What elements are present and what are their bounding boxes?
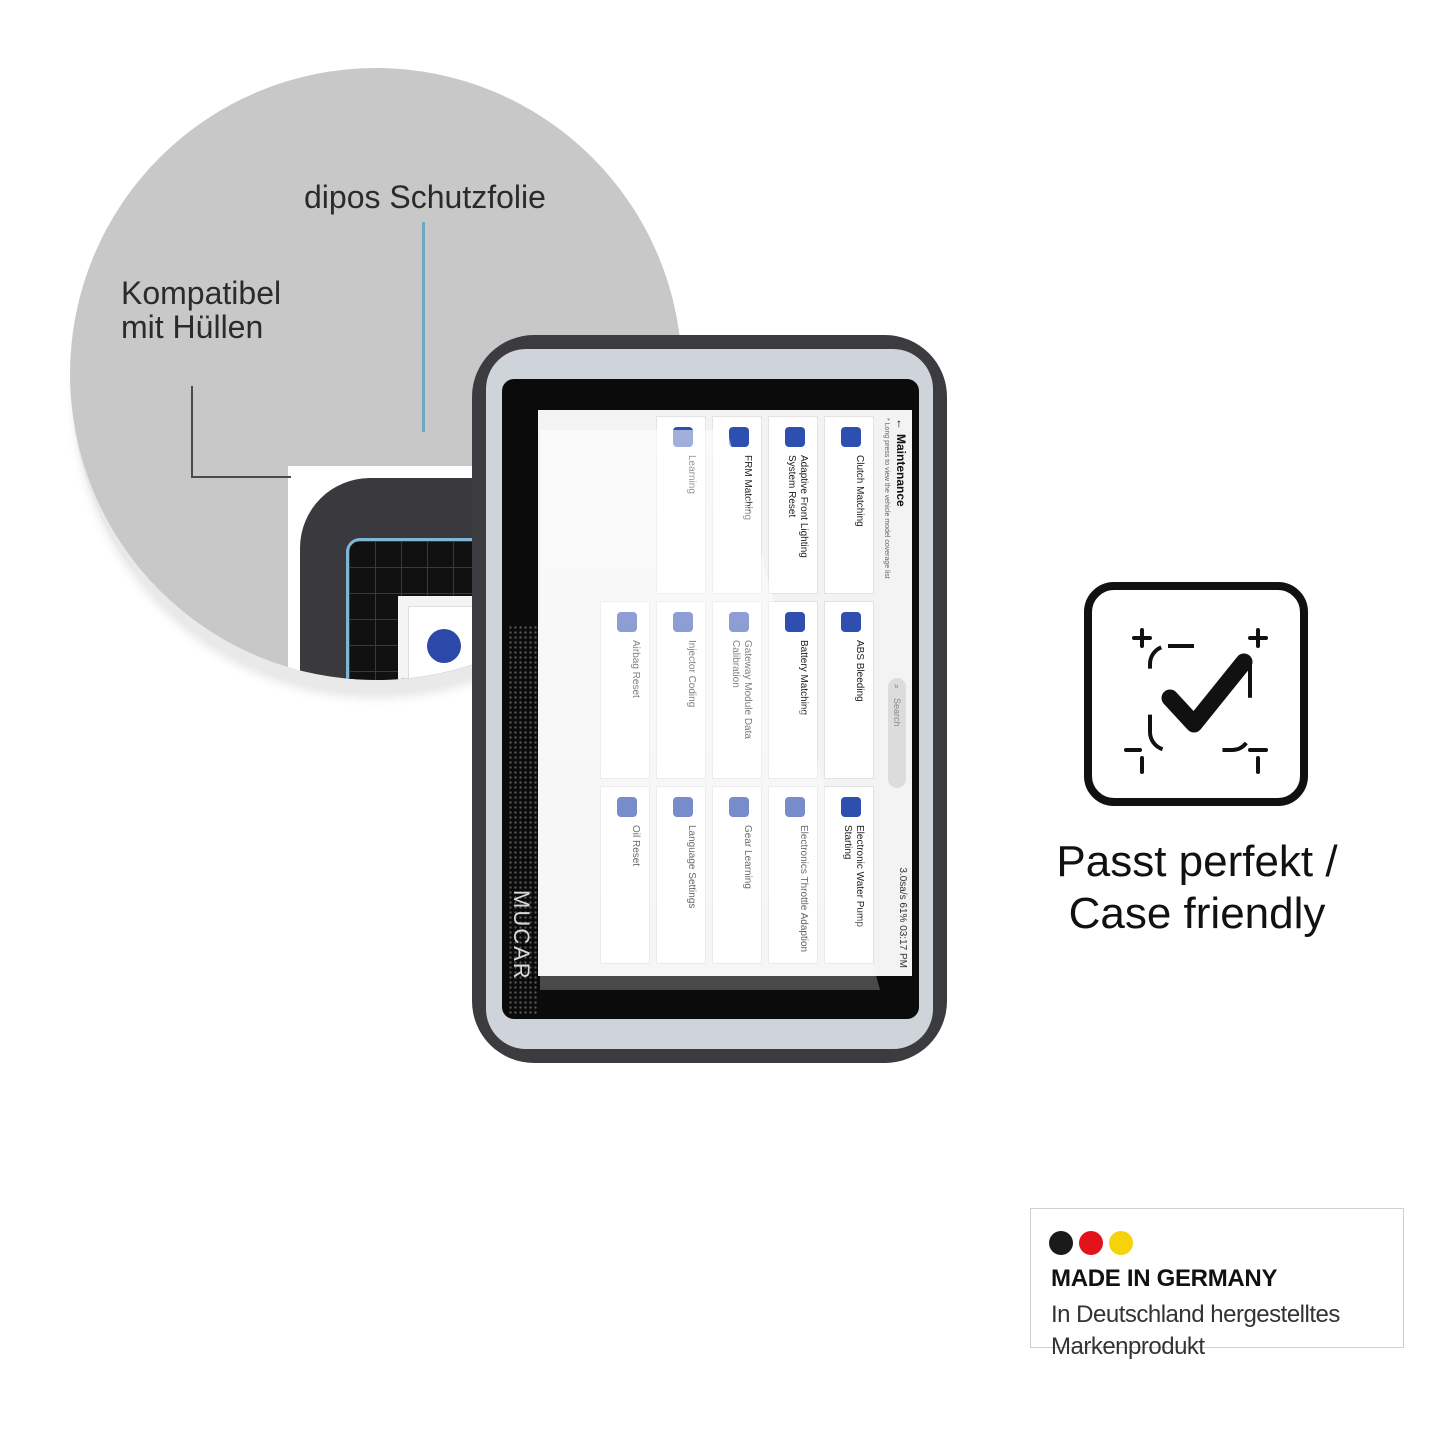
tile-label: Adaptive Front Lighting System Reset	[786, 455, 809, 558]
check-frame-svg	[1124, 628, 1268, 774]
tile-label: Oil Reset	[630, 825, 641, 867]
battery-icon	[785, 612, 805, 632]
tile-label: Clutch Matching	[854, 455, 865, 527]
language-icon	[673, 797, 693, 817]
frm-icon	[729, 427, 749, 447]
injector-icon	[673, 612, 693, 632]
tile-water-pump[interactable]: Electronic Water Pump Starting	[824, 786, 874, 964]
compat-label-line2: mit Hüllen	[121, 309, 264, 345]
flag-dot-gold	[1109, 1231, 1133, 1255]
brand-strip	[508, 625, 538, 1015]
learning-icon	[673, 427, 693, 447]
gateway-icon	[729, 612, 749, 632]
maintenance-app: ← Maintenance * Long press to view the v…	[538, 410, 912, 976]
tile-frm-matching[interactable]: FRM Matching	[712, 416, 762, 594]
abs-icon	[841, 612, 861, 632]
headlight-icon	[785, 427, 805, 447]
feature-title-line2: Case friendly	[1068, 889, 1326, 938]
tile-label: Learning	[686, 455, 697, 494]
tile-gear-learning[interactable]: Gear Learning	[712, 786, 762, 964]
tile-abs-bleeding[interactable]: ABS Bleeding	[824, 601, 874, 779]
tile-label: Airbag Reset	[630, 640, 641, 698]
app-hint: * Long press to view the vehicle model c…	[883, 418, 890, 579]
search-icon: ⌕	[892, 684, 902, 690]
tile-label: Gateway Module Data Calibration	[730, 640, 753, 739]
gear-learning-icon	[729, 797, 749, 817]
tablet-device: MUCAR ← Maintenance * Long press to view…	[472, 335, 947, 1063]
throttle-icon	[785, 797, 805, 817]
made-in-germany-badge: MADE IN GERMANY In Deutschland hergestel…	[1030, 1208, 1404, 1360]
clutch-icon	[841, 427, 861, 447]
compat-label: Kompatibel mit Hüllen	[121, 276, 281, 344]
flag-dot-black	[1049, 1231, 1073, 1255]
check-frame-icon	[1084, 582, 1308, 806]
made-in-germany-subtitle: In Deutschland hergestelltes Markenprodu…	[1051, 1299, 1401, 1363]
made-in-germany-title: MADE IN GERMANY	[1051, 1265, 1278, 1292]
tile-label: Gear Learning	[742, 825, 753, 889]
back-arrow-icon[interactable]: ←	[894, 418, 908, 430]
protection-callout-line	[422, 222, 425, 432]
magnified-tile	[408, 606, 480, 680]
made-in-germany-line2: Markenprodukt	[1051, 1333, 1205, 1360]
flag-dot-red	[1079, 1231, 1103, 1255]
brand-logo: MUCAR	[509, 890, 534, 981]
tile-afl-reset[interactable]: Adaptive Front Lighting System Reset	[768, 416, 818, 594]
tile-label: Injector Coding	[686, 640, 697, 708]
tile-label: Language Settings	[686, 825, 697, 909]
water-pump-icon	[841, 797, 861, 817]
made-in-germany-line1: In Deutschland hergestelltes	[1051, 1301, 1340, 1328]
tile-label: Electronic Water Pump Starting	[842, 825, 865, 927]
search-placeholder: Search	[892, 698, 902, 727]
tile-injector-coding[interactable]: Injector Coding	[656, 601, 706, 779]
feature-title-line1: Passt perfekt /	[1056, 837, 1338, 886]
search-input[interactable]: ⌕ Search	[888, 678, 906, 788]
tile-clutch-matching[interactable]: Clutch Matching	[824, 416, 874, 594]
compat-callout-line-horizontal	[191, 476, 291, 478]
tile-gateway[interactable]: Gateway Module Data Calibration	[712, 601, 762, 779]
tile-label: FRM Matching	[742, 455, 753, 521]
tile-airbag-reset[interactable]: Airbag Reset	[600, 601, 650, 779]
status-bar: 3.0sa/s 61% 03:17 PM	[897, 867, 908, 968]
tablet-screen: ← Maintenance * Long press to view the v…	[538, 410, 912, 976]
tile-learning[interactable]: Learning	[656, 416, 706, 594]
compat-callout-line	[191, 386, 193, 478]
tile-battery-matching[interactable]: Battery Matching	[768, 601, 818, 779]
compat-label-line1: Kompatibel	[121, 275, 282, 311]
tile-label: Electronics Throttle Adaption	[798, 825, 809, 953]
app-title: Maintenance	[894, 434, 908, 507]
tile-throttle[interactable]: Electronics Throttle Adaption	[768, 786, 818, 964]
oil-icon	[617, 797, 637, 817]
tile-language-settings[interactable]: Language Settings	[656, 786, 706, 964]
tile-oil-reset[interactable]: Oil Reset	[600, 786, 650, 964]
feature-title: Passt perfekt / Case friendly	[1018, 836, 1376, 940]
tile-label: ABS Bleeding	[854, 640, 865, 702]
flag-dots	[1049, 1231, 1139, 1257]
protection-label: dipos Schutzfolie	[304, 179, 546, 215]
airbag-icon	[617, 612, 637, 632]
tile-label: Battery Matching	[798, 640, 809, 716]
